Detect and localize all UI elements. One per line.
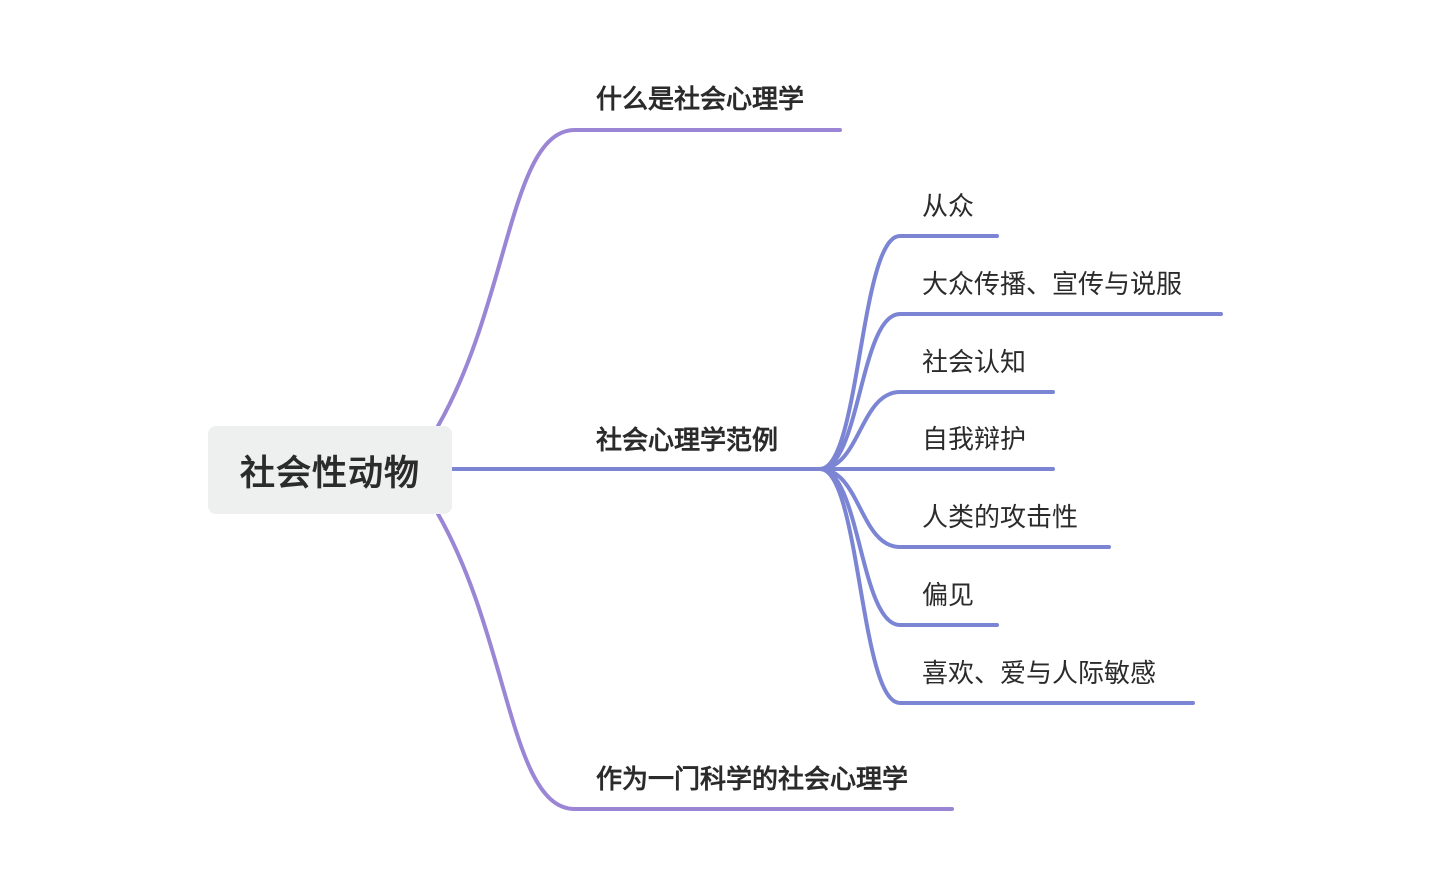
connector-paradigms-to-prejudice	[818, 467, 999, 627]
branch-social-psychology-paradigms[interactable]: 社会心理学范例	[596, 426, 779, 456]
topic-liking-love-sensitivity[interactable]: 喜欢、爱与人际敏感	[922, 659, 1157, 689]
topic-conformity[interactable]: 从众	[922, 192, 975, 222]
connector-root-to-as-science	[436, 512, 954, 811]
topic-self-justification[interactable]: 自我辩护	[922, 425, 1027, 455]
topic-social-cognition[interactable]: 社会认知	[922, 348, 1027, 378]
topic-prejudice[interactable]: 偏见	[922, 581, 975, 611]
root-label: 社会性动物	[239, 453, 420, 494]
branch-what-is-social-psychology[interactable]: 什么是社会心理学	[596, 85, 805, 115]
branch-social-psychology-as-science[interactable]: 作为一门科学的社会心理学	[596, 765, 909, 795]
connector-paradigms-to-liking-love	[818, 467, 1195, 705]
connector-paradigms-to-social-cognition	[818, 390, 1055, 471]
connector-paradigms-to-mass-communication	[818, 312, 1223, 471]
connector-root-to-what-is	[436, 128, 842, 428]
topic-mass-communication[interactable]: 大众传播、宣传与说服	[922, 270, 1183, 300]
connector-paradigms-to-aggression	[818, 467, 1111, 549]
connector-paradigms-to-conformity	[818, 234, 999, 471]
root-node[interactable]: 社会性动物	[208, 426, 452, 514]
topic-human-aggression[interactable]: 人类的攻击性	[922, 503, 1079, 533]
